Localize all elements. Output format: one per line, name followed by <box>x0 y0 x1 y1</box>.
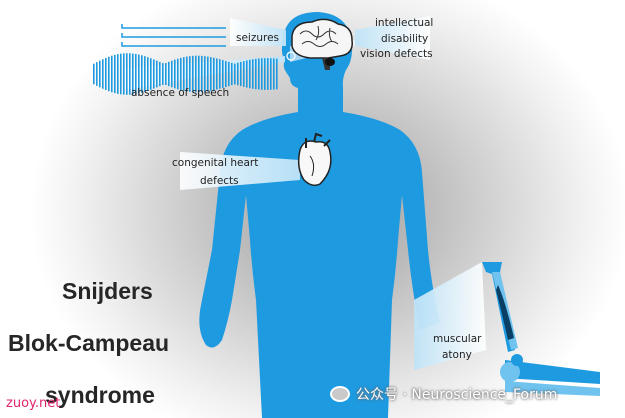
speech-wave-bar <box>255 58 257 90</box>
speech-wave-bar <box>114 54 116 94</box>
speech-wave-bar <box>198 55 200 93</box>
speech-wave-bar <box>144 56 146 92</box>
speech-wave-bar <box>96 62 98 86</box>
speech-wave-bar <box>156 60 158 88</box>
label-congenital-heart: congenital heart <box>172 157 258 169</box>
speech-wave-bar <box>111 55 113 93</box>
speech-wave-bar <box>180 57 182 91</box>
speech-wave-bar <box>132 53 134 95</box>
speech-wave-bar <box>126 53 128 95</box>
speech-wave-bar <box>141 55 143 93</box>
speech-wave-bar <box>243 61 245 87</box>
speech-wave-bar <box>270 58 272 90</box>
speech-wave-bar <box>99 60 101 88</box>
brain-icon <box>291 18 353 70</box>
label-muscular: muscular <box>433 333 482 345</box>
title-line-3: syndrome <box>45 382 155 408</box>
speech-wave-bar <box>159 61 161 87</box>
label-disability: disability <box>381 33 428 45</box>
label-intellectual: intellectual <box>375 17 433 29</box>
speech-wave-bar <box>240 61 242 87</box>
speech-wave-bar <box>234 63 236 85</box>
speech-wave-bar <box>213 57 215 91</box>
watermark-left: zuoy.net <box>6 396 61 411</box>
wechat-icon <box>330 386 350 402</box>
speech-wave-bar <box>183 57 185 91</box>
eye-icon <box>286 51 296 61</box>
speech-wave-bar <box>123 53 125 95</box>
speech-wave-bar <box>102 59 104 89</box>
speech-wave-bar <box>261 58 263 90</box>
speech-wave-bar <box>186 56 188 92</box>
speech-wave-bar <box>138 54 140 94</box>
speech-wave-bar <box>258 58 260 90</box>
speech-wave-bar <box>168 61 170 87</box>
speech-wave-bar <box>252 59 254 89</box>
speech-wave-bar <box>117 54 119 94</box>
label-vision-defects: vision defects <box>360 48 433 60</box>
speech-wave-bar <box>195 55 197 93</box>
speech-wave-bar <box>246 60 248 88</box>
title-line-1: Snijders <box>62 278 153 304</box>
speech-wave-bar <box>222 60 224 88</box>
speech-wave-bar <box>219 59 221 89</box>
seizure-wave <box>121 24 226 47</box>
speech-wave-bar <box>237 62 239 86</box>
speech-wave-bar <box>267 58 269 90</box>
arm-skeleton <box>482 262 600 396</box>
speech-wave-bar <box>249 59 251 89</box>
speech-wave-bar <box>153 59 155 89</box>
watermark-right-text: 公众号 · Neuroscience_Forum <box>356 387 558 403</box>
speech-wave-bar <box>192 55 194 93</box>
speech-wave-bar <box>93 63 95 85</box>
speech-wave-bar <box>165 63 167 85</box>
speech-wave-bar <box>150 58 152 90</box>
speech-wave-bar <box>135 53 137 95</box>
speech-wave-bar <box>216 58 218 90</box>
speech-wave-bar <box>273 58 275 90</box>
speech-wave-bar <box>231 62 233 86</box>
speech-wave <box>93 53 278 95</box>
speech-wave-bar <box>210 57 212 91</box>
label-atony: atony <box>442 349 472 361</box>
speech-wave-bar <box>225 61 227 87</box>
speech-wave-bar <box>204 56 206 92</box>
speech-wave-bar <box>120 53 122 95</box>
speech-wave-bar <box>207 56 209 92</box>
speech-wave-bar <box>174 59 176 89</box>
speech-wave-bar <box>105 57 107 91</box>
label-absence-of-speech: absence of speech <box>131 87 229 99</box>
title-line-2: Blok-Campeau <box>8 330 170 356</box>
heart-icon <box>297 132 332 187</box>
label-seizures: seizures <box>236 32 279 44</box>
speech-wave-bar <box>276 58 278 90</box>
speech-wave-bar <box>162 63 164 85</box>
speech-wave-bar <box>177 58 179 90</box>
speech-wave-bar <box>129 53 131 95</box>
label-defects: defects <box>200 175 239 187</box>
speech-wave-bar <box>189 56 191 92</box>
watermark-right: 公众号 · Neuroscience_Forum <box>330 384 557 404</box>
speech-wave-bar <box>264 58 266 90</box>
speech-wave-bar <box>171 60 173 88</box>
speech-wave-bar <box>201 55 203 93</box>
speech-wave-bar <box>147 57 149 91</box>
speech-wave-bar <box>108 56 110 92</box>
speech-wave-bar <box>228 61 230 87</box>
